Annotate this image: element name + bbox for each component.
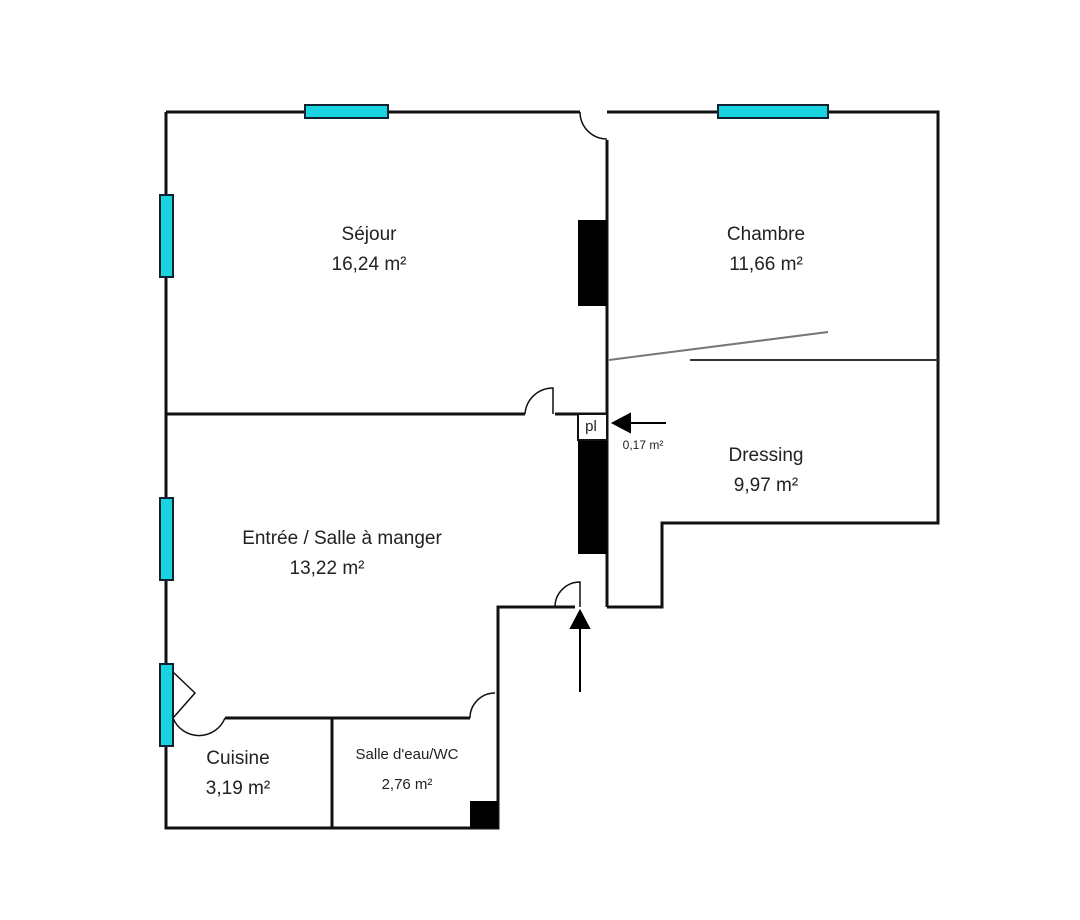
room-name: Cuisine	[206, 748, 270, 769]
room-area: 9,97 m²	[733, 475, 799, 496]
room-name: Dressing	[728, 445, 804, 466]
door-swings	[172, 111, 608, 737]
room-area: 13,22 m²	[289, 558, 365, 579]
room-name: Séjour	[341, 224, 397, 245]
room-sejour: Séjour 16,24 m²	[332, 220, 407, 280]
room-chambre: Chambre 11,66 m²	[727, 220, 805, 280]
room-cuisine: Cuisine 3,19 m²	[206, 744, 270, 804]
room-dressing: Dressing 9,97 m²	[729, 441, 804, 501]
room-salle-deau: Salle d'eau/WC 2,76 m²	[356, 743, 459, 797]
placard-label: pl	[585, 418, 597, 435]
arrows	[569, 412, 666, 692]
walls	[164, 110, 940, 830]
windows	[159, 104, 829, 747]
room-area: 11,66 m²	[729, 254, 803, 275]
placard-box	[577, 413, 608, 441]
ducts	[470, 220, 607, 828]
dressing-partitions	[608, 331, 938, 361]
room-name: Entrée / Salle à manger	[242, 528, 442, 549]
room-area: 16,24 m²	[331, 254, 407, 275]
room-area: 2,76 m²	[381, 776, 433, 793]
room-entree: Entrée / Salle à manger 13,22 m²	[242, 524, 442, 584]
placard-area: 0,17 m²	[622, 438, 664, 452]
room-name: Chambre	[726, 224, 806, 245]
room-name: Salle d'eau/WC	[355, 746, 459, 763]
room-area: 3,19 m²	[205, 778, 271, 799]
